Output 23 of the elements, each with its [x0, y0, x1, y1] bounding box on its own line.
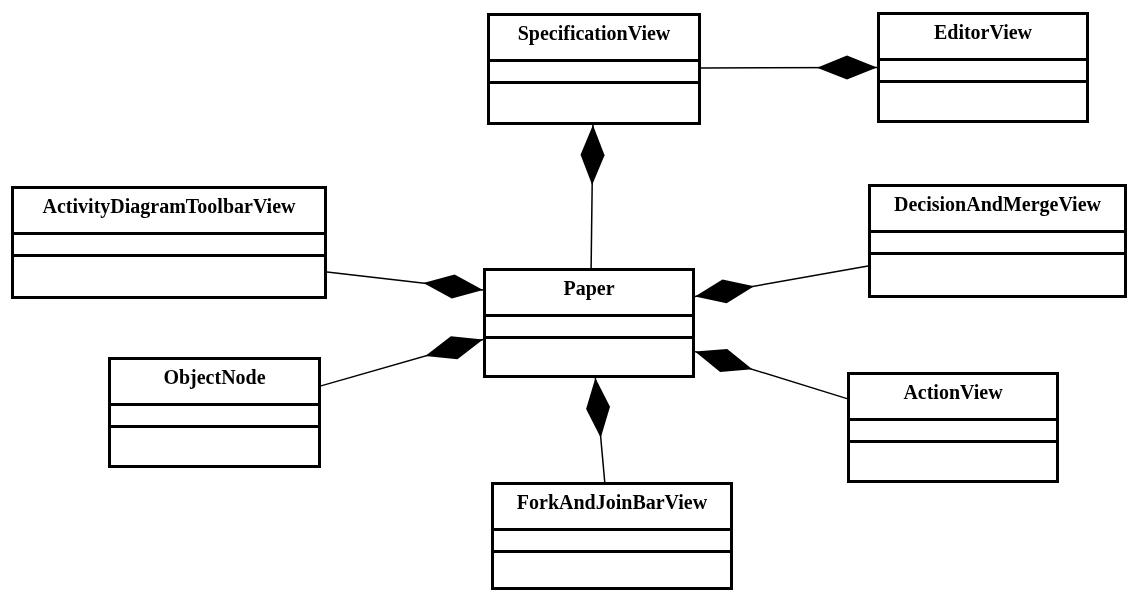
class-name: DecisionAndMergeView: [894, 193, 1101, 216]
class-name: ForkAndJoinBarView: [516, 491, 708, 514]
composition-line: [586, 377, 610, 483]
composition-line: [694, 349, 848, 400]
composition-line: [320, 336, 484, 387]
class-name: ActivityDiagramToolbarView: [42, 195, 296, 218]
class-box: [487, 13, 701, 125]
class-box: [847, 372, 1059, 483]
class-name: Paper: [563, 277, 615, 300]
class-name: SpecificationView: [517, 22, 671, 45]
class-box: [11, 186, 327, 299]
class-box: [483, 268, 695, 378]
composition-line: [580, 124, 605, 269]
class-name: EditorView: [933, 21, 1033, 44]
class-box: [868, 184, 1127, 298]
class-box: [877, 12, 1089, 123]
composition-line: [700, 55, 878, 80]
class-box: [108, 357, 321, 468]
composition-line: [694, 265, 869, 304]
class-box: [491, 482, 733, 590]
composition-line: [326, 271, 484, 299]
class-name: ObjectNode: [163, 366, 266, 389]
class-name: ActionView: [903, 381, 1003, 404]
